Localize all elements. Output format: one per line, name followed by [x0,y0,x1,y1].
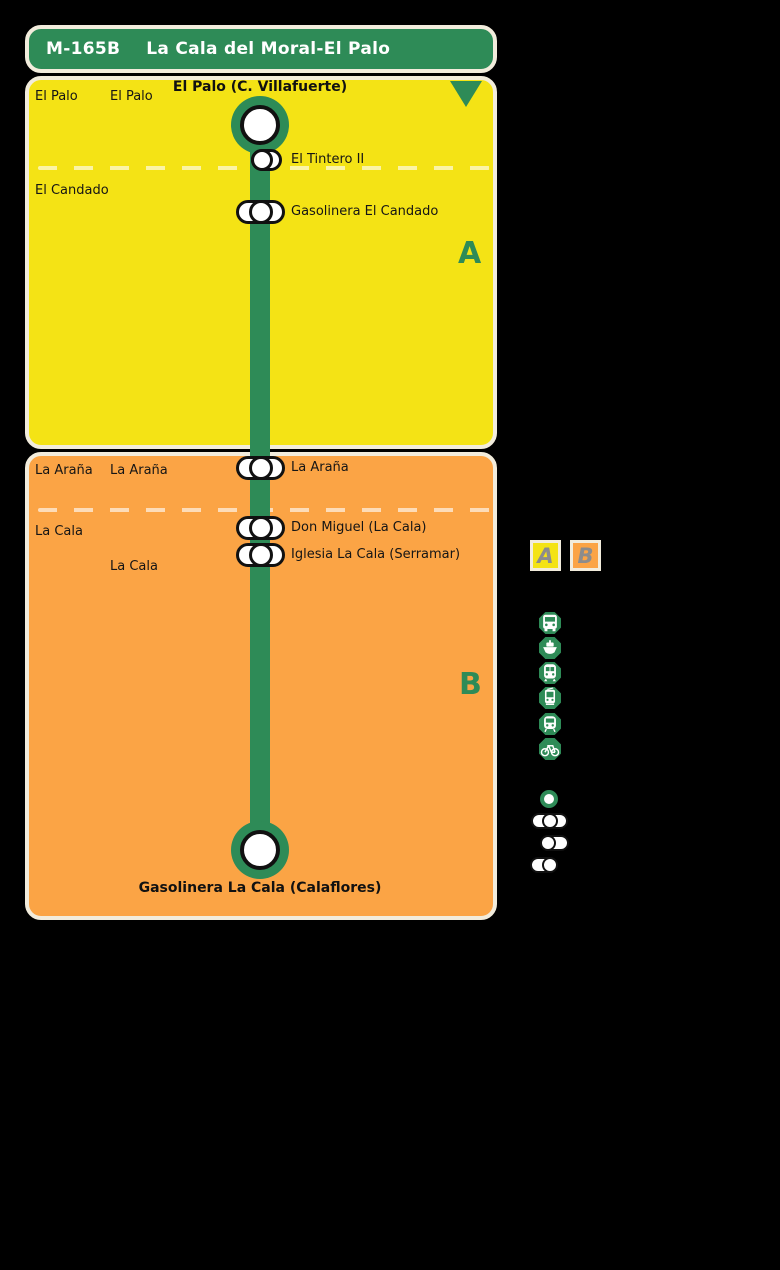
stop-both-sides-icon [531,813,568,829]
area-label-la-arana-1: La Araña [35,463,93,478]
stop-label-iglesia-la-cala: Iglesia La Cala (Serramar) [291,547,461,562]
area-label-la-arana-2: La Araña [110,463,168,478]
area-label-el-candado: El Candado [35,183,109,198]
tram-icon [539,687,561,709]
terminus-marker-bottom [231,821,289,879]
area-label-el-palo-2: El Palo [110,89,153,104]
stop-label-la-arana: La Araña [291,460,349,475]
area-label-la-cala-1: La Cala [35,524,83,539]
legend-zone-a-chip: A [530,540,561,571]
legend-zone-a-label: A [537,543,554,568]
metro-icon [539,713,561,735]
zone-b-letter: B [459,667,482,702]
stop-right-side-icon [540,835,569,851]
stop-label-gasolinera-el-candado: Gasolinera El Candado [291,204,439,219]
stop-label-el-tintero: El Tintero II [291,152,365,167]
direction-arrow-icon [450,81,482,107]
bicycle-icon [539,738,561,760]
stop-marker-iglesia-la-cala [236,543,285,567]
legend-zone-b-chip: B [570,540,601,571]
bus-icon [539,612,561,634]
terminus-marker-top [231,96,289,154]
route-code: M-165B [46,39,121,59]
route-line [250,125,270,850]
stop-marker-la-arana [236,456,285,480]
terminus-label-top: El Palo (C. Villafuerte) [172,79,348,95]
terminus-inner-circle [240,830,280,870]
stop-marker-el-tintero [251,149,282,171]
legend-zone-b-label: B [577,543,594,568]
zone-a-letter: A [458,236,482,271]
terminus-label-bottom: Gasolinera La Cala (Calaflores) [138,880,382,896]
stop-left-side-icon [530,857,558,873]
stop-label-don-miguel: Don Miguel (La Cala) [291,520,427,535]
train-icon [539,662,561,684]
terminus-inner-circle [240,105,280,145]
route-header: M-165B La Cala del Moral-El Palo [25,25,497,73]
route-name: La Cala del Moral-El Palo [146,39,391,59]
ferry-icon [539,637,561,659]
stop-marker-don-miguel [236,516,285,540]
area-label-la-cala-2: La Cala [110,559,158,574]
area-label-el-palo-1: El Palo [35,89,78,104]
stop-marker-gasolinera-el-candado [236,200,285,224]
terminus-icon [540,790,558,808]
